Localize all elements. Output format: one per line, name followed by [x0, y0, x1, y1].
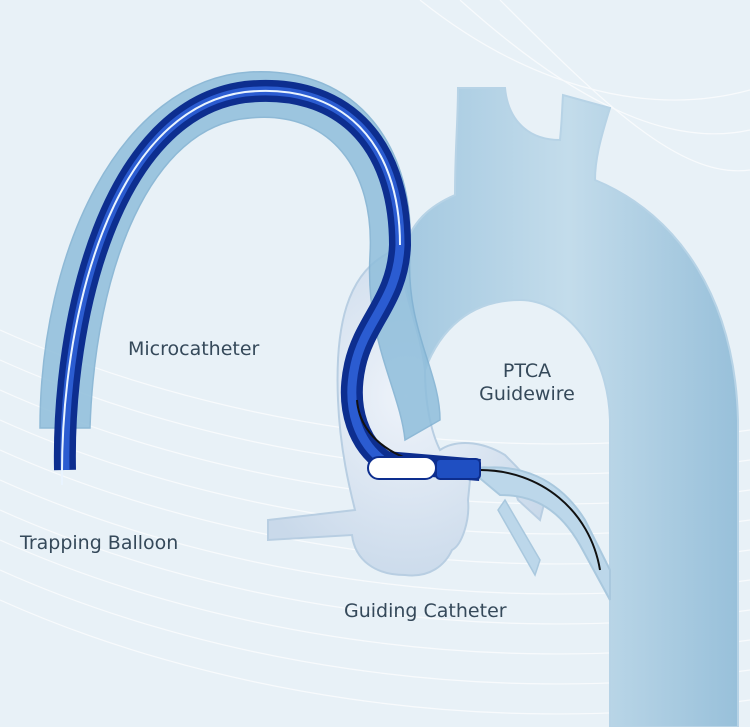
microcatheter-wire [60, 89, 401, 486]
catheter-tip [435, 458, 481, 480]
aorta-vessel [398, 87, 739, 727]
trapping-balloon-shape [367, 456, 437, 480]
microcatheter-label: Microcatheter [128, 338, 260, 360]
ptca-label-line1: PTCA [502, 360, 552, 382]
ptca-guidewire-label: PTCA Guidewire [472, 360, 582, 406]
guiding-catheter-label: Guiding Catheter [344, 600, 507, 622]
branch-vessel-lower [497, 498, 541, 577]
ptca-label-line2: Guidewire [479, 383, 575, 405]
trapping-balloon-label: Trapping Balloon [20, 532, 179, 554]
coronary-branch-vessel [467, 466, 611, 601]
